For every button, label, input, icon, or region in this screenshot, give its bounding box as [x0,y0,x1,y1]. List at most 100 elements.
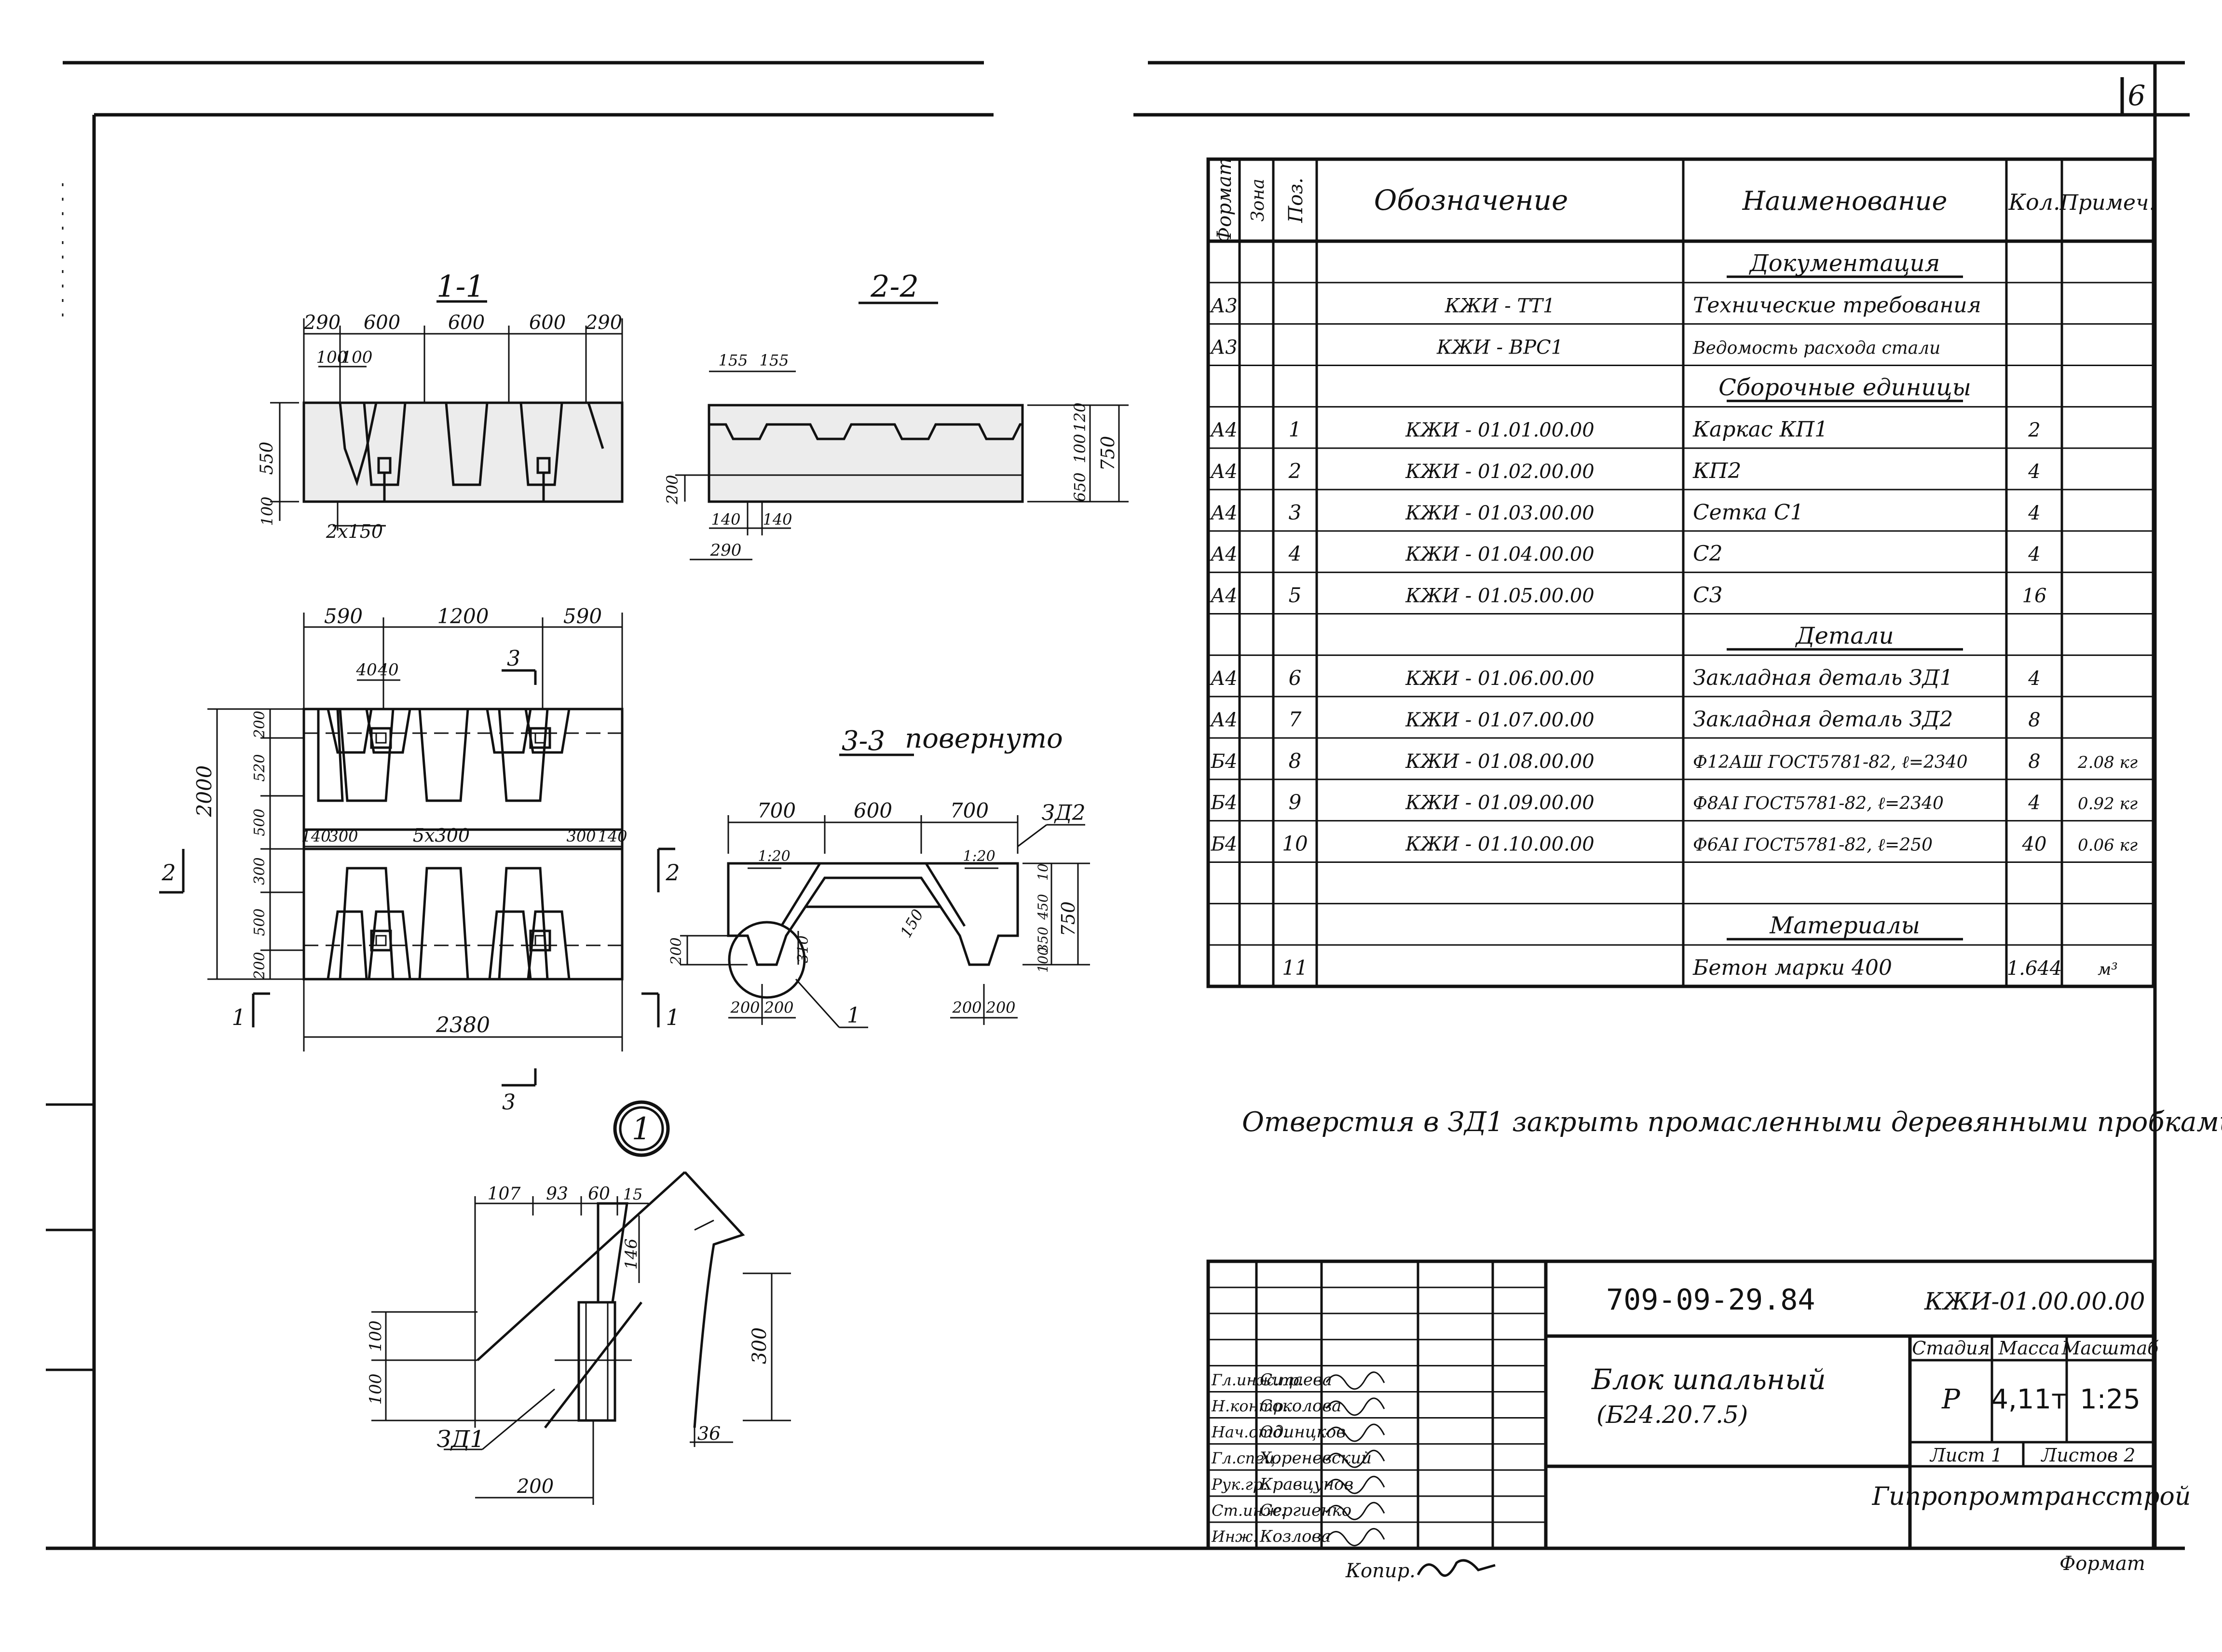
plan-top-dim-3: 590 [563,604,602,628]
s22-left-dim: 200 [663,475,682,505]
section-1-1-label: 1-1 [436,269,485,304]
signature-name: Сергиенко [1260,1501,1351,1520]
signature-role: Гл.инж.пр. [1211,1371,1304,1389]
plan-row2-dim-1: 140 [301,827,330,846]
spec-cell-note: 0.92 кг [2078,794,2138,814]
section-3-3: 3-3 повернуто 700 600 700 ЗД2 1:20 1:20 … [668,723,1090,1028]
signature-name: Одинцков [1260,1422,1346,1442]
spec-cell-pos: 7 [1289,708,1302,731]
spec-row-lines [1208,282,2154,946]
section-3-3-note: повернуто [905,723,1063,754]
spec-cell-format: А4 [1209,668,1238,690]
spec-cell-designation: КЖИ - 01.07.00.00 [1405,709,1594,731]
s33-part-label: ЗД2 [1041,801,1085,825]
s11-side-dim-2: 100 [258,496,276,526]
general-note: Отверстия в ЗД1 закрыть промасленными де… [1242,1106,2222,1138]
s22-right-dim-1: 120 [1071,402,1089,432]
spec-cell-name: Каркас КП1 [1692,417,1828,442]
handwritten-signature [1325,1475,1385,1494]
spec-cell-qty: 8 [2028,709,2040,731]
spec-cell-name: Сетка С1 [1693,500,1804,525]
s33-bottom-dim-1: 200 [730,998,760,1017]
s11-sub-dim-2: 100 [341,348,373,367]
s33-right-dim-3: 350 [1035,927,1051,952]
spec-cell-name: Закладная деталь ЗД2 [1693,707,1953,732]
plan-top-dim-1: 590 [324,604,363,628]
s33-bottom-dim-2: 200 [763,998,793,1017]
s33-left-dim-2: 310 [795,935,812,963]
stage-label: Стадия [1912,1338,1990,1359]
spec-cell-name: Закладная деталь ЗД1 [1693,666,1953,690]
signature-role: Ст.инж. [1212,1501,1285,1519]
spec-cell-name: Бетон марки 400 [1692,956,1892,980]
plan-sub-dim-1: 40 [355,660,377,680]
spec-header-format: Формат [1213,157,1236,243]
plan-left-dim-4: 300 [251,857,268,885]
spec-section-title: Материалы [1769,912,1920,939]
spec-table-row: А4 7 КЖИ - 01.07.00.00 Закладная деталь ЗД2… [1209,707,2041,732]
spec-section-title: Детали [1795,622,1894,649]
spec-header-zone: Зона [1248,178,1268,221]
spec-cell-note: 2.08 кг [2077,753,2138,772]
handwritten-signature [1325,1371,1385,1390]
cut-mark-1-right: 1 [666,1004,680,1030]
spec-cell-qty: 40 [2022,833,2047,855]
spec-cell-note: м³ [2098,960,2118,979]
handwritten-signature [1325,1528,1385,1546]
d1-height-dim-4: 100 [366,1374,385,1405]
spec-cell-pos: 1 [1289,418,1302,441]
d1-top-dim-1: 107 [488,1184,521,1204]
detail-1-label: 1 [632,1111,652,1147]
plan-row2-dim-5: 140 [598,827,627,846]
cut-mark-2-right: 2 [665,860,680,886]
scale-value: 1:25 [2080,1384,2140,1415]
spec-section-title: Сборочные единицы [1718,374,1971,401]
spec-cell-qty: 4 [2028,544,2040,566]
s33-right-dim-2: 450 [1035,894,1051,920]
copied-label: Копир. [1345,1560,1416,1582]
spec-cell-designation: КЖИ - 01.02.00.00 [1405,461,1594,483]
stage-value: Р [1941,1384,1961,1415]
spec-table: Формат Зона Поз. Обозначение Наименовани… [1206,157,2156,988]
plan-left-dim-5: 500 [251,908,268,936]
signature-name: Хореневский [1258,1448,1372,1468]
spec-header-note: Примеч. [2059,191,2156,215]
page-number: 6 [2128,79,2146,112]
handwritten-signature [1325,1502,1385,1520]
spec-cell-format: А4 [1209,709,1238,731]
s11-bottom-dim: 2x150 [326,521,383,542]
s22-right-dim-4: 750 [1097,436,1118,471]
s22-bottom-dim-3: 290 [710,541,742,560]
plan-row2-dim-4: 300 [566,827,596,846]
spec-cell-format: Б4 [1211,751,1238,773]
s11-dim-3: 600 [448,312,485,334]
spec-section-title: Документация [1749,250,1940,277]
signature-role: Н.контр. [1211,1397,1288,1415]
plan-left-dim-2: 520 [251,754,268,781]
s11-sub-dim-1: 100 [316,348,348,367]
spec-table-row: Сборочные единицы [1718,374,1971,402]
spec-cell-qty: 4 [2028,668,2040,690]
signature-row: Нач.отд.Одинцков [1211,1422,1385,1442]
doc-code: КЖИ-01.00.00.00 [1924,1287,2145,1315]
mass-label: Масса [1998,1338,2060,1359]
d1-height-dim-3: 100 [366,1321,385,1352]
s33-right-dim-5: 750 [1058,901,1079,937]
spec-cell-designation: КЖИ - 01.05.00.00 [1405,585,1594,607]
spec-cell-designation: КЖИ - ВРС1 [1436,336,1563,358]
signature-role: Инж. [1211,1527,1258,1545]
plan-bottom-dim: 2380 [436,1013,490,1038]
cut-mark-2-left: 2 [161,860,176,886]
spec-cell-format: А4 [1209,419,1238,441]
spec-cell-name: С3 [1693,583,1723,607]
spec-cell-pos: 8 [1289,749,1302,773]
sheets-label: Листов 2 [2041,1445,2136,1466]
spec-cell-format: А3 [1209,336,1238,358]
